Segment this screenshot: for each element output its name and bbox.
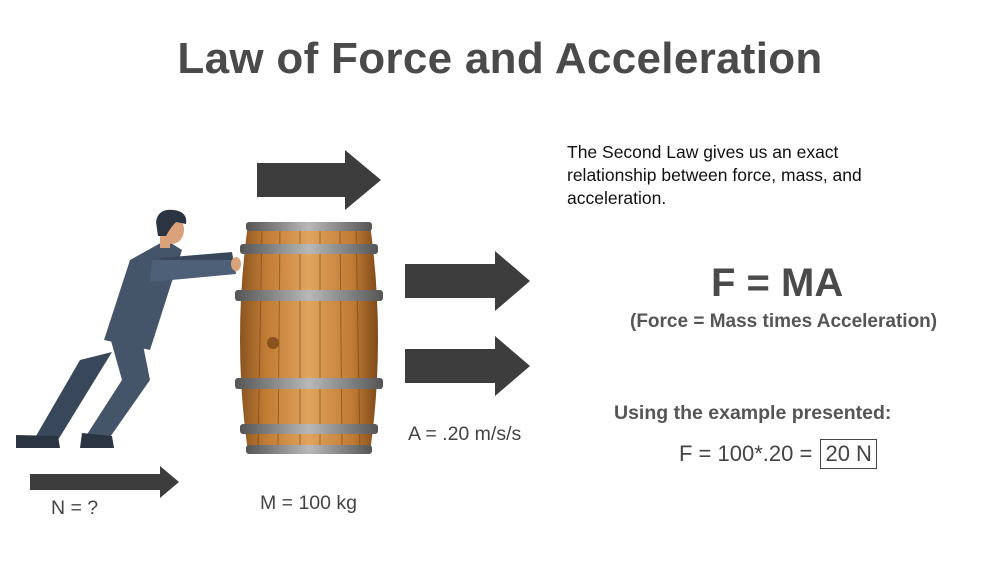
arrow-right-lower: [405, 336, 530, 396]
slide-title: Law of Force and Acceleration: [177, 34, 823, 83]
man-pushing-figure: [16, 209, 241, 448]
arrow-right-top: [257, 150, 381, 210]
formula-explanation: (Force = Mass times Acceleration): [630, 311, 938, 332]
calculation-result-box: 20 N: [820, 439, 877, 469]
force-unknown-label: N = ?: [51, 497, 99, 519]
calculation: F = 100*.20 = 20 N: [679, 439, 877, 469]
arrow-right-middle: [405, 251, 530, 311]
description-text: The Second Law gives us an exact relatio…: [567, 142, 862, 208]
formula: F = MA: [711, 261, 844, 305]
arrow-right-small: [30, 466, 179, 498]
mass-label: M = 100 kg: [260, 492, 358, 514]
example-label: Using the example presented:: [614, 402, 892, 424]
barrel: [235, 222, 383, 454]
calculation-expression: F = 100*.20 =: [679, 441, 813, 466]
acceleration-label: A = .20 m/s/s: [408, 423, 522, 445]
